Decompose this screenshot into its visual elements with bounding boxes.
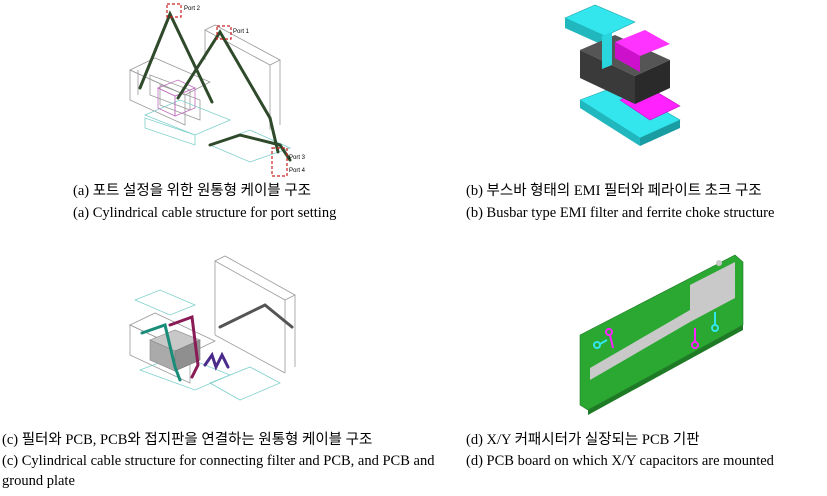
port-2-label: Port 2 (184, 6, 201, 12)
port-1-box (216, 25, 232, 40)
port-3-4-box (271, 147, 288, 177)
port-4-label: Port 4 (289, 168, 306, 174)
caption-b-korean: (b) 부스바 형태의 EMI 필터와 페라이트 초크 구조 (466, 183, 762, 199)
caption-c-english: (c) Cylindrical cable structure for conn… (2, 453, 435, 489)
port-2-box (166, 3, 182, 18)
caption-a-english: (a) Cylindrical cable structure for port… (73, 205, 337, 221)
figure-a-cable-ports: Port 2 Port 1 Port 3 Port 4 (120, 0, 330, 180)
figure-b-busbar-filter (560, 0, 720, 162)
caption-a-korean: (a) 포트 설정을 위한 원통형 케이블 구조 (73, 183, 311, 199)
caption-d-korean: (d) X/Y 커패시터가 실장되는 PCB 기판 (466, 432, 700, 448)
port-1-label: Port 1 (233, 29, 250, 35)
caption-c-korean: (c) 필터와 PCB, PCB와 접지판을 연결하는 원통형 케이블 구조 (2, 432, 373, 448)
caption-d-english: (d) PCB board on which X/Y capacitors ar… (466, 453, 774, 469)
port-3-label: Port 3 (289, 155, 306, 161)
figure-c-filter-pcb-cables (120, 255, 310, 420)
caption-b-english: (b) Busbar type EMI filter and ferrite c… (466, 205, 775, 221)
figure-d-pcb-board (575, 250, 745, 415)
